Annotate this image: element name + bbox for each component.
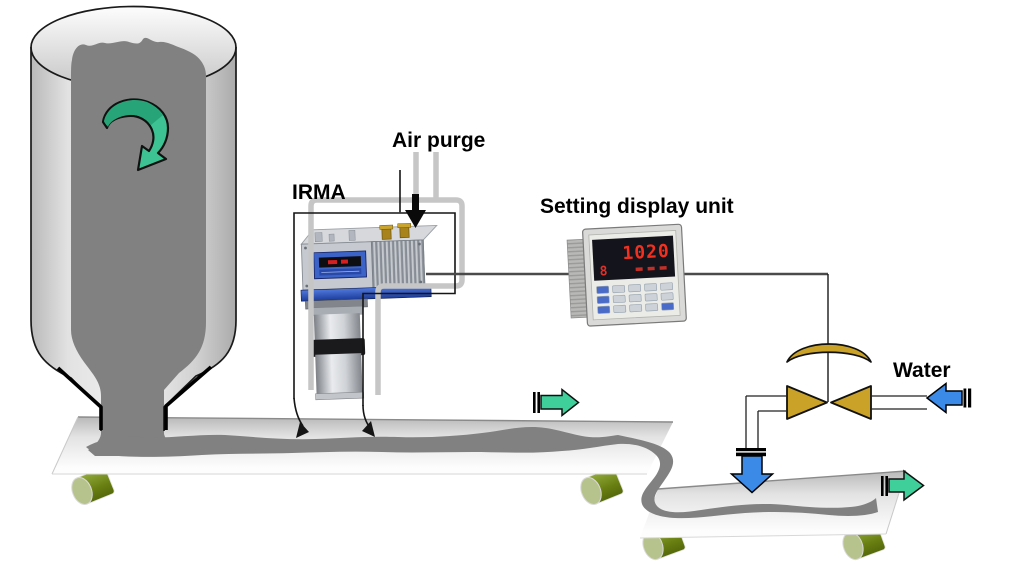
- roller-icon: [71, 467, 115, 505]
- sensor-fitting: [328, 233, 335, 242]
- valve-actuator-icon: [786, 343, 872, 363]
- water-inlet-arrow-icon: [925, 381, 972, 415]
- sensor-heatsink: [370, 239, 426, 289]
- sensor-display-segment: [327, 259, 338, 265]
- cable-gland-icon: [379, 223, 412, 240]
- sensor-frame-line: [293, 212, 456, 406]
- air-purge-arrow-icon: [405, 194, 426, 228]
- irma-label: IRMA: [292, 181, 346, 204]
- setting-display-unit: 1020 8: [566, 223, 687, 327]
- storage-tank: [30, 5, 237, 456]
- sensor-display-segment: [340, 259, 349, 264]
- sensor-fitting: [314, 232, 323, 242]
- water-piping: [745, 395, 927, 449]
- display-readout: 1020: [622, 241, 670, 264]
- rotation-arrow-icon: [101, 98, 170, 172]
- display-aux-readout: 8: [599, 264, 608, 279]
- water-label: Water: [893, 359, 951, 382]
- hopper-chute-left: [56, 366, 103, 430]
- water-dosing-arrow-icon: [729, 448, 775, 494]
- control-valve: [786, 343, 872, 420]
- conveyor-material: [86, 427, 878, 519]
- sensor-probe: [305, 298, 368, 401]
- flow-arrow-icon: [533, 387, 580, 418]
- irma-sensor: [300, 223, 438, 401]
- sensor-fitting: [348, 230, 356, 241]
- display-indicator: [647, 266, 655, 271]
- display-indicator: [659, 265, 667, 270]
- setting-display-unit-label: Setting display unit: [540, 195, 734, 218]
- display-indicator: [635, 267, 643, 272]
- measurement-pointer-head: [362, 421, 375, 437]
- display-keypad: [596, 282, 675, 314]
- hopper-chute-right: [164, 365, 213, 430]
- tank-wall-outline: [163, 47, 237, 431]
- purge-pipe-loop: [308, 197, 465, 395]
- air-purge-label: Air purge: [392, 129, 485, 152]
- sensor-display-window: [318, 256, 362, 268]
- roller-icon: [580, 467, 624, 505]
- valve-body-icon: [786, 385, 828, 420]
- measurement-pointer-head: [296, 422, 309, 438]
- valve-body-icon: [830, 385, 872, 420]
- tank-material: [71, 37, 206, 456]
- flow-arrow-icon: [881, 469, 925, 502]
